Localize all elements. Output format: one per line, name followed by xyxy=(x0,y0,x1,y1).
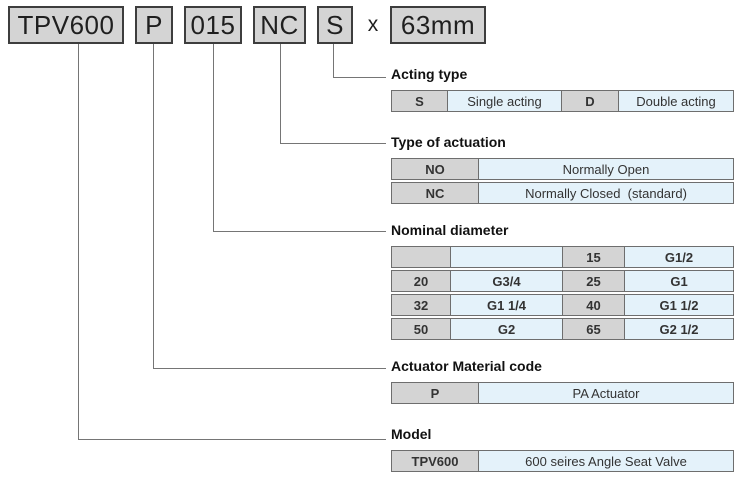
code-segment-material: P xyxy=(135,6,173,44)
code-segment-length: 63mm xyxy=(390,6,486,44)
code-segment-actuation: NC xyxy=(253,6,306,44)
connector-hline-acting xyxy=(333,77,386,78)
section-title-nominal-diameter: Nominal diameter xyxy=(391,222,509,238)
connector-vline-actuation xyxy=(280,44,281,143)
code-cell: NC xyxy=(391,182,479,204)
table-row: 50 G2 65 G2 1/2 xyxy=(391,318,734,340)
connector-hline-model xyxy=(78,439,386,440)
table-row: S Single acting D Double acting xyxy=(391,90,734,112)
table-row: TPV600 600 seires Angle Seat Valve xyxy=(391,450,734,472)
section-model: Model TPV600 600 seires Angle Seat Valve xyxy=(391,426,734,472)
section-acting-type: Acting type S Single acting D Double act… xyxy=(391,66,734,112)
value-cell: G1 xyxy=(625,270,734,292)
section-actuator-material-code: Actuator Material code P PA Actuator xyxy=(391,358,734,404)
times-separator: x xyxy=(367,13,379,36)
table-row: 32 G1 1/4 40 G1 1/2 xyxy=(391,294,734,316)
table-row: NO Normally Open xyxy=(391,158,734,180)
code-cell: D xyxy=(562,90,619,112)
table-row: NC Normally Closed (standard) xyxy=(391,182,734,204)
code-cell: S xyxy=(391,90,448,112)
value-cell: Normally Open xyxy=(479,158,734,180)
section-title-actuator-material-code: Actuator Material code xyxy=(391,358,542,374)
value-cell xyxy=(451,246,563,268)
code-cell xyxy=(391,246,451,268)
code-cell: TPV600 xyxy=(391,450,479,472)
connector-hline-diameter xyxy=(213,231,386,232)
connector-vline-model xyxy=(78,44,79,439)
connector-hline-material xyxy=(153,368,386,369)
connector-vline-acting xyxy=(333,44,334,77)
code-cell: 20 xyxy=(391,270,451,292)
value-cell: G2 1/2 xyxy=(625,318,734,340)
value-cell: G1/2 xyxy=(625,246,734,268)
value-cell: G2 xyxy=(451,318,563,340)
code-cell: P xyxy=(391,382,479,404)
code-cell: NO xyxy=(391,158,479,180)
connector-hline-actuation xyxy=(280,143,386,144)
value-cell: PA Actuator xyxy=(479,382,734,404)
value-cell: Double acting xyxy=(619,90,734,112)
code-cell: 25 xyxy=(563,270,625,292)
code-segment-diameter: 015 xyxy=(184,6,242,44)
code-segment-model: TPV600 xyxy=(8,6,124,44)
table-row: 15 G1/2 xyxy=(391,246,734,268)
section-nominal-diameter: Nominal diameter 15 G1/2 20 G3/4 25 G1 3… xyxy=(391,222,734,340)
connector-vline-material xyxy=(153,44,154,368)
code-cell: 40 xyxy=(563,294,625,316)
code-cell: 15 xyxy=(563,246,625,268)
section-title-type-of-actuation: Type of actuation xyxy=(391,134,506,150)
code-cell: 50 xyxy=(391,318,451,340)
value-cell: Normally Closed (standard) xyxy=(479,182,734,204)
section-title-acting-type: Acting type xyxy=(391,66,468,82)
code-segment-acting: S xyxy=(317,6,353,44)
table-row: P PA Actuator xyxy=(391,382,734,404)
connector-vline-diameter xyxy=(213,44,214,231)
value-cell: 600 seires Angle Seat Valve xyxy=(479,450,734,472)
value-cell: Single acting xyxy=(448,90,562,112)
value-cell: G3/4 xyxy=(451,270,563,292)
code-cell: 65 xyxy=(563,318,625,340)
table-row: 20 G3/4 25 G1 xyxy=(391,270,734,292)
value-cell: G1 1/2 xyxy=(625,294,734,316)
section-title-model: Model xyxy=(391,426,432,442)
code-cell: 32 xyxy=(391,294,451,316)
value-cell: G1 1/4 xyxy=(451,294,563,316)
section-type-of-actuation: Type of actuation NO Normally Open NC No… xyxy=(391,134,734,204)
